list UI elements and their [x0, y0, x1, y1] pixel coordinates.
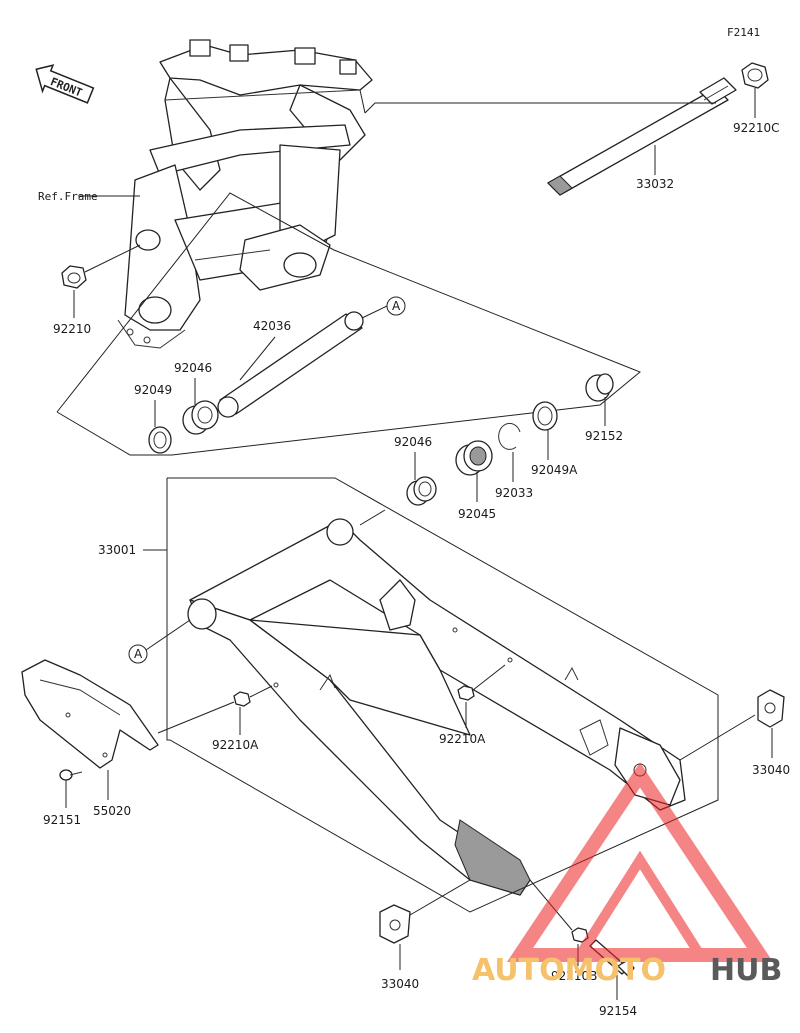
label-92154: 92154 [599, 1004, 637, 1018]
label-33040-bottom: 33040 [381, 977, 419, 991]
label-42036: 42036 [253, 319, 291, 333]
label-92151: 92151 [43, 813, 81, 827]
front-arrow-icon: FRONT [35, 64, 95, 104]
part-55020-chain-guard [21, 659, 159, 769]
part-33040-adjuster-right [757, 689, 785, 728]
part-92033-circlip [498, 422, 521, 450]
part-92046-needle-bearing-upper [182, 400, 219, 435]
part-33040-adjuster-bottom [379, 904, 411, 944]
frame-reference-illustration [117, 39, 373, 349]
ref-frame-label: Ref.Frame [38, 190, 98, 203]
label-33001: 33001 [98, 543, 136, 557]
part-92046-needle-bearing-lower [406, 476, 437, 506]
label-92210A-left: 92210A [212, 738, 259, 752]
callout-a-top-letter: A [392, 299, 401, 313]
label-92152: 92152 [585, 429, 623, 443]
part-33032-pivot-shaft [547, 77, 737, 196]
part-92210A-nut-left [233, 691, 251, 707]
label-92046-lower: 92046 [394, 435, 432, 449]
label-92210A-right: 92210A [439, 732, 486, 746]
part-33001-swingarm [187, 518, 686, 896]
label-92045: 92045 [458, 507, 496, 521]
label-92049A: 92049A [531, 463, 578, 477]
automotohub-watermark-logo [506, 762, 774, 962]
part-42036-sleeve [217, 311, 364, 418]
part-92210C-nut [741, 62, 769, 89]
part-92045-ball-bearing [455, 440, 493, 476]
figure-code: F2141 [727, 26, 760, 39]
watermark-word-automoto: AUTOMOTO [472, 953, 666, 988]
label-92046-upper: 92046 [174, 361, 212, 375]
label-92210: 92210 [53, 322, 91, 336]
watermark-word-hub: HUB [710, 953, 782, 988]
label-92049: 92049 [134, 383, 172, 397]
part-92210A-nut-right [457, 685, 475, 701]
part-92049A-seal [532, 401, 558, 431]
callout-a-bottom-letter: A [134, 647, 143, 661]
label-92210C: 92210C [733, 121, 780, 135]
callout-a-top [386, 296, 406, 316]
label-55020: 55020 [93, 804, 131, 818]
label-92033: 92033 [495, 486, 533, 500]
label-33040-right: 33040 [752, 763, 790, 777]
label-33032: 33032 [636, 177, 674, 191]
part-92152-collar [585, 373, 614, 402]
part-92151-bolt [59, 769, 83, 781]
label-92210B: 92210B [551, 969, 597, 983]
callout-a-bottom [128, 644, 148, 664]
part-92210-nut [61, 265, 87, 289]
part-92049-seal [148, 426, 172, 454]
